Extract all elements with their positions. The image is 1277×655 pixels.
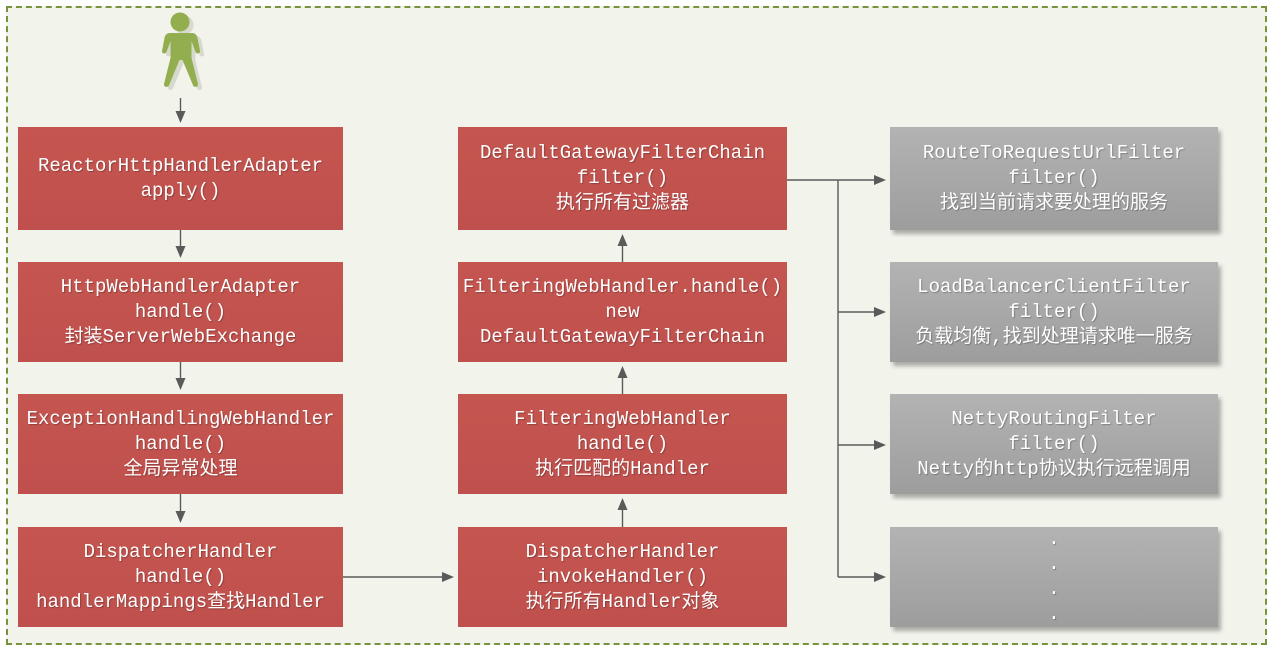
node-line: DispatcherHandler xyxy=(525,540,720,563)
node-line: . xyxy=(1048,553,1060,575)
node-line: . xyxy=(1048,603,1060,625)
node-line: DefaultGatewayFilterChain xyxy=(479,142,766,164)
node-line: Netty的http协议执行远程调用 xyxy=(917,457,1191,480)
node-line: . xyxy=(1048,528,1060,550)
node-line: 封装ServerWebExchange xyxy=(64,325,297,348)
node-line: 找到当前请求要处理的服务 xyxy=(939,192,1168,214)
node-line: FilteringWebHandler.handle() xyxy=(462,275,783,298)
node-line: filter() xyxy=(1008,167,1100,189)
node-line: 负载均衡,找到处理请求唯一服务 xyxy=(915,325,1193,348)
node-line: ExceptionHandlingWebHandler xyxy=(26,407,335,430)
node-line: invokeHandler() xyxy=(536,565,709,588)
node-line: DispatcherHandler xyxy=(83,540,278,563)
node-line: handle() xyxy=(576,432,669,455)
node-line: HttpWebHandlerAdapter xyxy=(60,275,301,298)
node-route-to-request-url-filter: RouteToRequestUrlFilter filter() 找到当前请求要处理… xyxy=(890,127,1218,230)
node-line: filter() xyxy=(1008,300,1100,323)
node-line: new xyxy=(605,300,640,323)
node-line: LoadBalancerClientFilter xyxy=(917,275,1191,298)
node-more-filters-ellipsis: .... xyxy=(890,527,1218,627)
person-icon xyxy=(161,12,205,90)
node-line: DefaultGatewayFilterChain xyxy=(479,325,766,348)
node-line: RouteToRequestUrlFilter xyxy=(922,142,1186,164)
node-line: ReactorHttpHandlerAdapter xyxy=(37,154,324,177)
node-line: 全局异常处理 xyxy=(123,457,238,480)
node-line: apply() xyxy=(140,179,221,202)
node-line: 执行所有Handler对象 xyxy=(525,590,720,613)
node-line: . xyxy=(1048,578,1060,600)
node-line: filter() xyxy=(1008,432,1100,455)
node-line: handlerMappings查找Handler xyxy=(36,590,325,613)
node-line: handle() xyxy=(134,300,227,323)
node-line: filter() xyxy=(576,167,669,189)
node-line: handle() xyxy=(134,565,227,588)
node-line: FilteringWebHandler xyxy=(514,407,731,430)
node-line: 执行所有过滤器 xyxy=(555,192,689,214)
node-line: NettyRoutingFilter xyxy=(951,407,1157,430)
node-line: handle() xyxy=(134,432,227,455)
node-line: 执行匹配的Handler xyxy=(535,457,710,480)
node-default-gateway-filter-chain-filter: DefaultGatewayFilterChain filter() 执行所有过滤器 xyxy=(458,127,787,230)
